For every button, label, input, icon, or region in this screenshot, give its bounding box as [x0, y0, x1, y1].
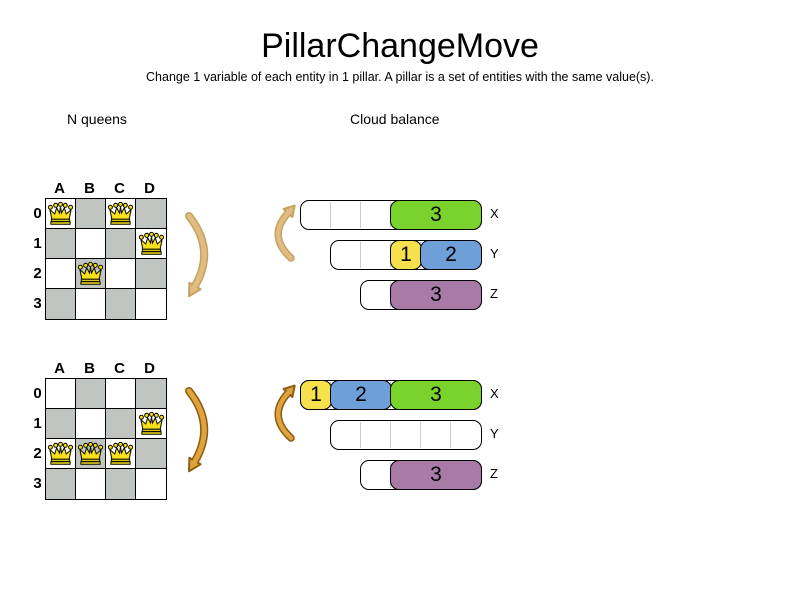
curved-arrow-up-icon: [274, 384, 296, 442]
column-header-A: A: [54, 360, 66, 377]
unit-divider: [360, 422, 361, 448]
cell-D2: [136, 439, 166, 469]
bar-label-Y: Y: [490, 426, 499, 441]
cell-D0: [136, 199, 166, 229]
process-block-2: 2: [330, 380, 392, 410]
queen-crown-icon: [107, 201, 134, 225]
cell-C3: [106, 289, 136, 319]
curved-arrow-down-icon: [185, 387, 209, 473]
queen-crown-icon: [77, 441, 104, 465]
row-label-2: 2: [33, 265, 42, 282]
page-title: PillarChangeMove: [261, 27, 539, 65]
column-header-C: C: [114, 360, 126, 377]
cell-B0: [76, 379, 106, 409]
cell-B2: [76, 439, 106, 469]
cell-A1: [46, 409, 76, 439]
column-header-C: C: [114, 180, 126, 197]
cell-C0: [106, 199, 136, 229]
computer-bar-X-before: 3: [300, 200, 482, 230]
process-block-3: 3: [390, 200, 482, 230]
row-label-1: 1: [33, 235, 42, 252]
cell-C0: [106, 379, 136, 409]
process-block-3: 3: [390, 280, 482, 310]
unit-divider: [360, 202, 361, 228]
bar-label-Y: Y: [490, 246, 499, 261]
cell-D1: [136, 229, 166, 259]
process-block-2: 2: [420, 240, 482, 270]
cell-B3: [76, 289, 106, 319]
cell-A3: [46, 289, 76, 319]
column-header-D: D: [144, 360, 156, 377]
cell-C2: [106, 439, 136, 469]
cell-C3: [106, 469, 136, 499]
bar-label-Z: Z: [490, 286, 498, 301]
process-block-3: 3: [390, 460, 482, 490]
computer-bar-Z-after: 3: [360, 460, 482, 490]
cell-C1: [106, 409, 136, 439]
cell-D0: [136, 379, 166, 409]
cell-B3: [76, 469, 106, 499]
row-label-3: 3: [33, 475, 42, 492]
process-block-1: 1: [300, 380, 332, 410]
row-label-0: 0: [33, 385, 42, 402]
row-label-3: 3: [33, 295, 42, 312]
queen-crown-icon: [47, 201, 74, 225]
row-label-0: 0: [33, 205, 42, 222]
cell-A1: [46, 229, 76, 259]
queen-crown-icon: [107, 441, 134, 465]
page-subtitle: Change 1 variable of each entity in 1 pi…: [146, 70, 654, 84]
cell-B1: [76, 229, 106, 259]
queen-crown-icon: [47, 441, 74, 465]
column-header-B: B: [84, 360, 96, 377]
unit-divider: [360, 242, 361, 268]
row-label-1: 1: [33, 415, 42, 432]
cell-D3: [136, 289, 166, 319]
cell-C2: [106, 259, 136, 289]
curved-arrow-up-icon: [274, 204, 296, 262]
column-header-B: B: [84, 180, 96, 197]
cell-A2: [46, 439, 76, 469]
row-label-2: 2: [33, 445, 42, 462]
nqueens-board-after: A B C D 0 1 2 3: [31, 361, 171, 501]
cell-D1: [136, 409, 166, 439]
column-header-A: A: [54, 180, 66, 197]
cell-C1: [106, 229, 136, 259]
bar-label-X: X: [490, 386, 499, 401]
cell-B2: [76, 259, 106, 289]
unit-divider: [330, 202, 331, 228]
cell-D2: [136, 259, 166, 289]
section-label-cloud-balance: Cloud balance: [350, 111, 440, 127]
computer-bar-Y-after: [330, 420, 482, 450]
cell-B0: [76, 199, 106, 229]
queen-crown-icon: [138, 231, 164, 255]
unit-divider: [420, 422, 421, 448]
queen-crown-icon: [138, 411, 164, 435]
queen-crown-icon: [77, 261, 104, 285]
cell-B1: [76, 409, 106, 439]
bar-label-X: X: [490, 206, 499, 221]
unit-divider: [390, 422, 391, 448]
nqueens-board-before: A B C D 0 1 2 3: [31, 181, 171, 321]
chessboard-before: [45, 198, 167, 320]
chessboard-after: [45, 378, 167, 500]
cell-D3: [136, 469, 166, 499]
column-header-D: D: [144, 180, 156, 197]
cell-A0: [46, 379, 76, 409]
process-block-1: 1: [390, 240, 422, 270]
computer-bar-Z-before: 3: [360, 280, 482, 310]
cell-A0: [46, 199, 76, 229]
cell-A3: [46, 469, 76, 499]
section-label-nqueens: N queens: [67, 111, 127, 127]
bar-label-Z: Z: [490, 466, 498, 481]
cell-A2: [46, 259, 76, 289]
process-block-3: 3: [390, 380, 482, 410]
unit-divider: [450, 422, 451, 448]
curved-arrow-down-icon: [185, 212, 209, 298]
